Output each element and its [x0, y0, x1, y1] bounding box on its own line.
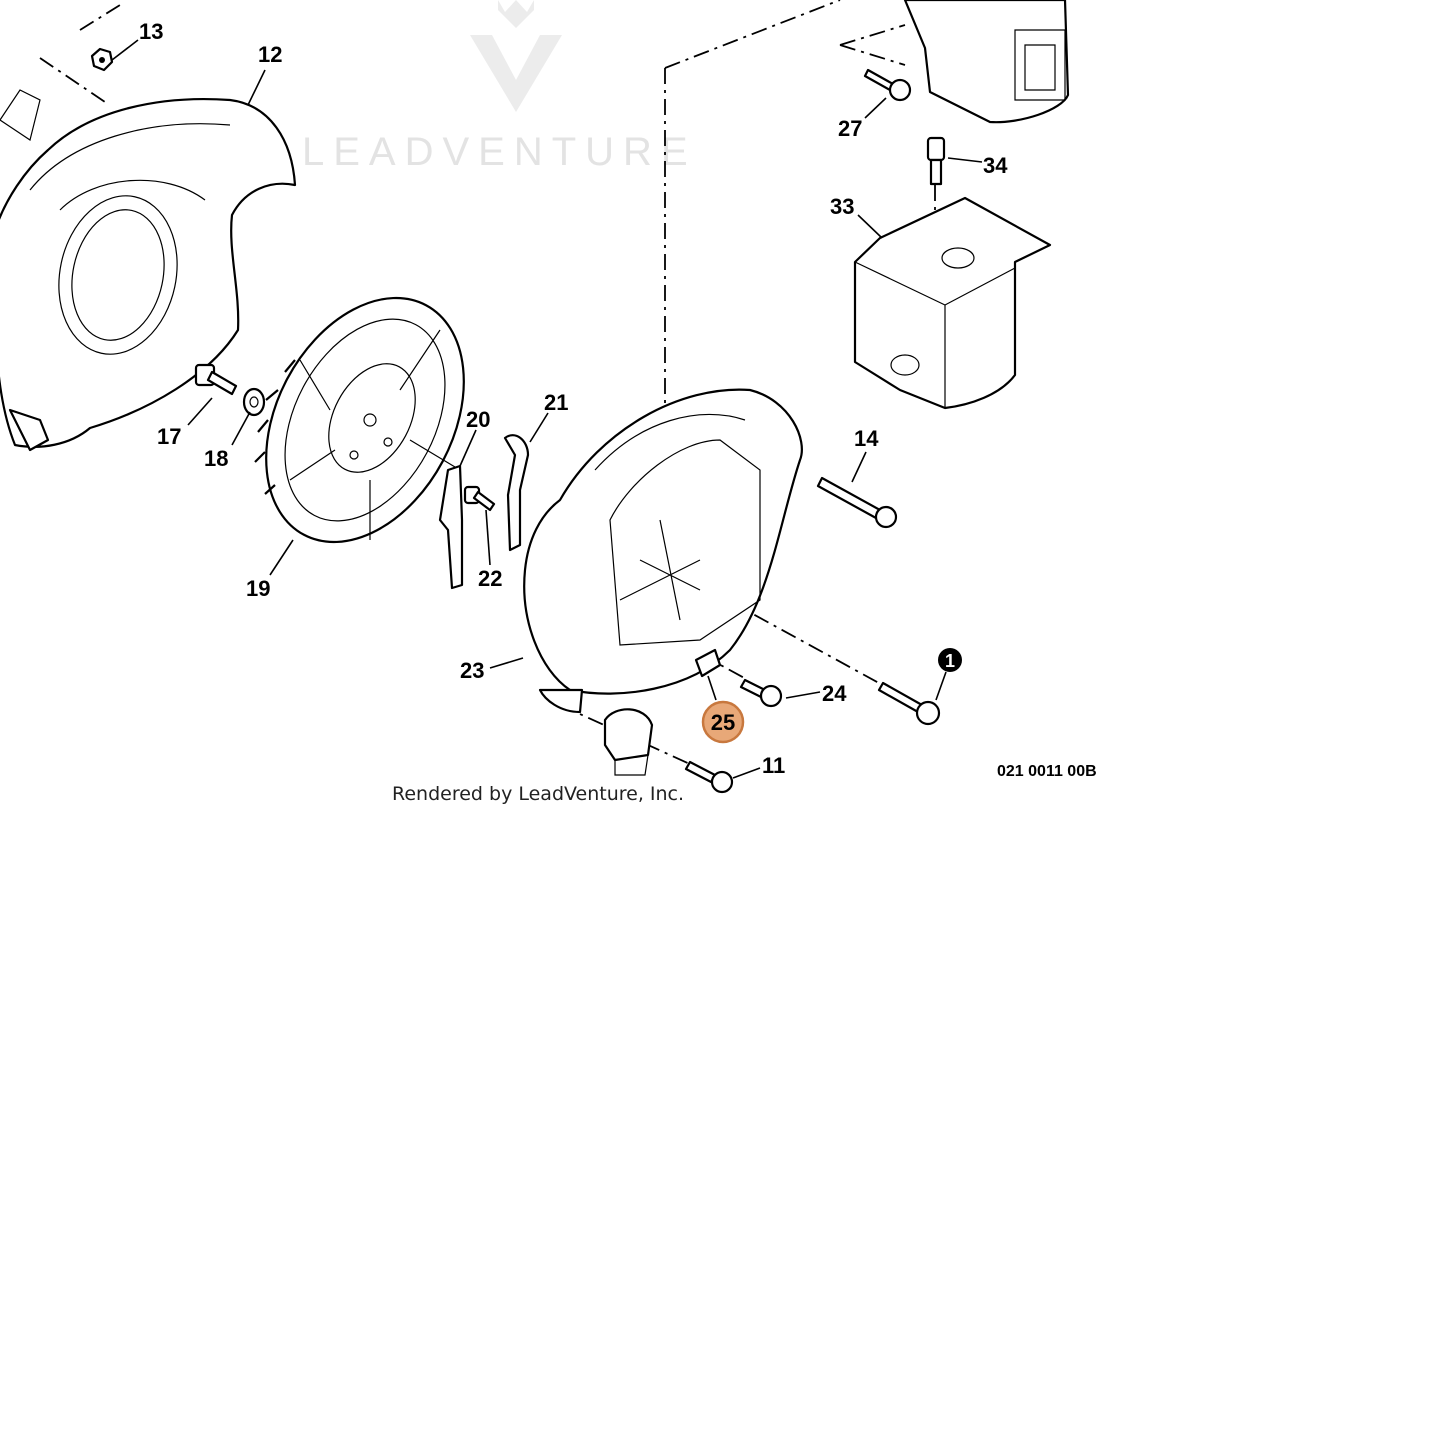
engine-cylinder[interactable] [903, 0, 1070, 124]
screw-part-34[interactable] [926, 136, 946, 186]
label-23[interactable]: 23 [460, 658, 484, 683]
highlighted-part-25[interactable]: 25 [701, 700, 745, 744]
bracket-part-21[interactable] [503, 434, 530, 552]
label-21[interactable]: 21 [544, 390, 568, 415]
label-33[interactable]: 33 [830, 194, 854, 219]
label-19[interactable]: 19 [246, 576, 270, 601]
clip-part-25[interactable] [694, 648, 722, 678]
label-20[interactable]: 20 [466, 407, 490, 432]
elbow-fitting[interactable] [603, 708, 654, 776]
bracket-part-20[interactable] [438, 464, 464, 590]
part-labels: 13 12 27 34 33 21 20 14 17 18 22 19 23 2… [139, 19, 1008, 778]
black-circle-marker [938, 648, 962, 672]
muffler-shroud-part-33[interactable] [853, 196, 1052, 410]
label-22[interactable]: 22 [478, 566, 502, 591]
label-27[interactable]: 27 [838, 116, 862, 141]
nut-part-13[interactable] [90, 47, 114, 72]
credit-text: Rendered by LeadVenture, Inc. [392, 783, 684, 805]
screw-part-1[interactable] [877, 681, 941, 726]
marker-part-1[interactable]: 1 [938, 648, 962, 672]
fan-wheel-part-19[interactable] [226, 264, 503, 576]
blower-housing-part-12[interactable] [0, 89, 297, 452]
label-12[interactable]: 12 [258, 42, 282, 67]
label-24[interactable]: 24 [822, 681, 847, 706]
screw-part-27[interactable] [863, 68, 912, 102]
label-1[interactable]: 1 [945, 651, 955, 671]
label-11[interactable]: 11 [762, 753, 785, 778]
screw-part-22[interactable] [463, 485, 496, 512]
diagram-code: 021 0011 00B [997, 763, 1097, 780]
screw-part-17[interactable] [194, 363, 238, 396]
label-17[interactable]: 17 [157, 424, 181, 449]
screw-part-11[interactable] [684, 760, 734, 794]
label-25[interactable]: 25 [711, 710, 735, 735]
label-14[interactable]: 14 [854, 426, 879, 451]
screw-part-14[interactable] [816, 476, 898, 529]
washer-part-18[interactable] [242, 387, 266, 417]
watermark-text: LEADVENTURE [302, 130, 697, 174]
leadventure-watermark: LEADVENTURE [302, 0, 697, 174]
leader-lines [111, 39, 983, 779]
label-18[interactable]: 18 [204, 446, 228, 471]
highlight-circle[interactable] [701, 700, 745, 744]
label-34[interactable]: 34 [983, 153, 1008, 178]
blower-housing-part-23[interactable] [523, 388, 803, 714]
screw-part-24[interactable] [739, 678, 783, 708]
label-13[interactable]: 13 [139, 19, 163, 44]
